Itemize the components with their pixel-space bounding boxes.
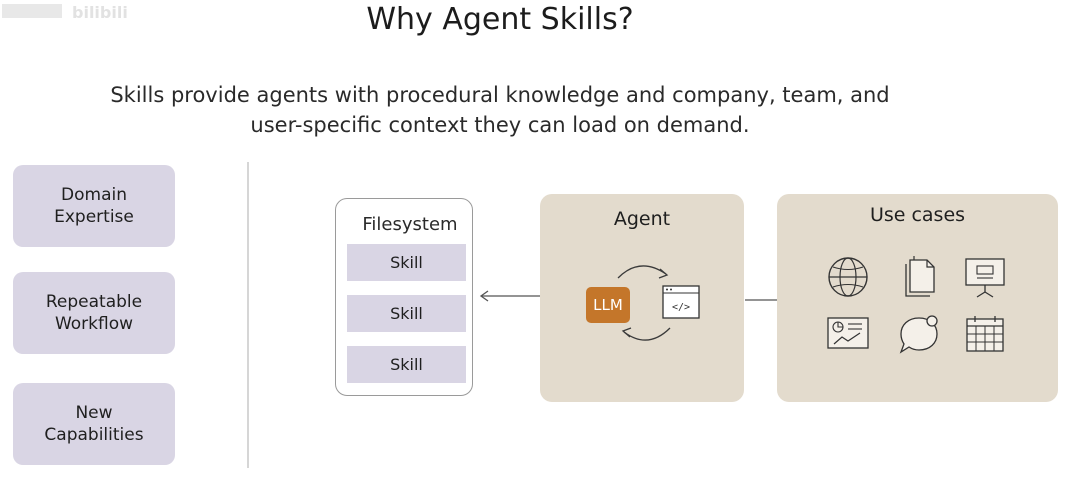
- slide-subtitle: Skills provide agents with procedural kn…: [60, 80, 940, 140]
- agent-label: Agent: [613, 208, 671, 230]
- svg-text:</>: </>: [672, 302, 690, 313]
- report-chart-icon: [827, 317, 869, 349]
- box-label-line2: Capabilities: [44, 425, 144, 445]
- box-label-line1: Domain: [61, 185, 127, 205]
- code-window-icon: </>: [662, 285, 700, 319]
- repeatable-workflow-box: Repeatable Workflow: [13, 272, 175, 354]
- use-cases-panel: [777, 194, 1058, 402]
- skill-item: Skill: [347, 244, 466, 281]
- loop-arrows-icon: [617, 265, 671, 341]
- globe-icon: [828, 257, 868, 297]
- use-cases-label: Use cases: [869, 204, 966, 226]
- calendar-grid-icon: [966, 316, 1004, 352]
- agent-to-filesystem-arrow: [479, 290, 540, 302]
- presentation-icon: [965, 258, 1005, 298]
- box-label-line2: Expertise: [54, 207, 134, 227]
- watermark-logo: bilibili: [2, 3, 128, 22]
- subtitle-line-1: Skills provide agents with procedural kn…: [110, 83, 890, 107]
- vertical-divider: [247, 162, 249, 468]
- skill-item: Skill: [347, 346, 466, 383]
- subtitle-line-2: user-specific context they can load on d…: [250, 113, 750, 137]
- slide-title: Why Agent Skills?: [366, 2, 634, 37]
- chat-bubble-icon: [899, 315, 938, 354]
- skill-item: Skill: [347, 295, 466, 332]
- documents-icon: [905, 256, 935, 297]
- box-label-line1: New: [75, 403, 113, 423]
- llm-badge: LLM: [586, 287, 630, 323]
- box-label-line2: Workflow: [54, 314, 134, 334]
- domain-expertise-box: Domain Expertise: [13, 165, 175, 247]
- filesystem-label: Filesystem: [362, 214, 458, 235]
- svg-text:bilibili: bilibili: [72, 3, 128, 22]
- agent-panel: [540, 194, 744, 402]
- new-capabilities-box: New Capabilities: [13, 383, 175, 465]
- box-label-line1: Repeatable: [45, 292, 143, 312]
